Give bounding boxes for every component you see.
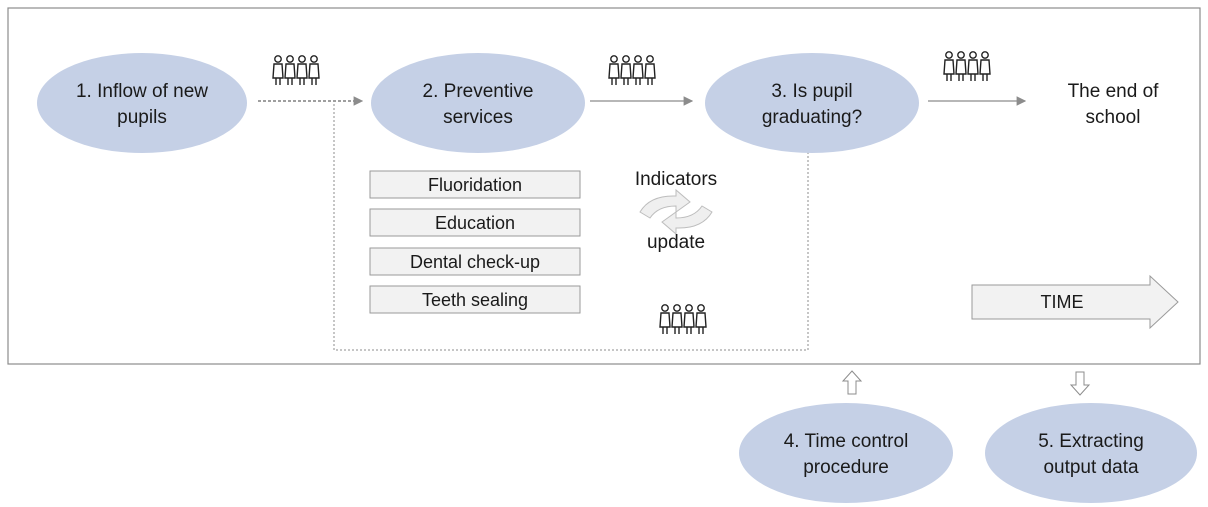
service-label-fluoridation: Fluoridation — [428, 175, 522, 195]
up-arrow-icon — [841, 370, 863, 395]
service-label-education: Education — [435, 213, 515, 233]
step-inflow-ellipse — [37, 53, 247, 153]
service-box-teeth-sealing — [369, 285, 581, 314]
step-extracting-ellipse — [985, 403, 1197, 503]
service-box-dental-checkup — [369, 247, 581, 276]
step-preventive-line1: 2. Preventive — [423, 81, 534, 102]
time-label: TIME — [1041, 292, 1084, 312]
service-box-fluoridation — [369, 170, 581, 199]
time-arrow — [971, 274, 1179, 330]
service-label-dental-checkup: Dental check-up — [410, 252, 540, 272]
step-time-control-ellipse — [739, 403, 953, 503]
step-graduating-line1: 3. Is pupil — [771, 81, 852, 102]
step-preventive-ellipse — [371, 53, 585, 153]
feedback-loop-line — [333, 102, 809, 351]
indicators-label: Indicators — [635, 169, 717, 190]
step-extracting-line1: 5. Extracting — [1038, 431, 1144, 452]
step-extracting-line2: output data — [1043, 457, 1139, 478]
pupils-group-icon — [273, 56, 319, 85]
pupils-group-icon — [609, 56, 655, 85]
end-label-line2: school — [1086, 107, 1141, 128]
down-arrow-icon — [1069, 371, 1091, 396]
pupils-group-icon — [660, 305, 706, 334]
step-graduating-line2: graduating? — [762, 107, 862, 128]
main-frame — [7, 7, 1201, 365]
update-label: update — [647, 232, 705, 253]
step-time-control-line1: 4. Time control — [784, 431, 909, 452]
step-time-control-line2: procedure — [803, 457, 889, 478]
step-inflow-line2: pupils — [117, 107, 167, 128]
service-box-education — [369, 208, 581, 237]
cycle-arrows-icon — [639, 188, 713, 236]
step-inflow-line1: 1. Inflow of new — [76, 81, 208, 102]
pupils-group-icon — [944, 52, 990, 81]
end-label-line1: The end of — [1068, 81, 1160, 102]
step-graduating-ellipse — [705, 53, 919, 153]
step-preventive-line2: services — [443, 107, 513, 128]
service-label-teeth-sealing: Teeth sealing — [422, 290, 528, 310]
